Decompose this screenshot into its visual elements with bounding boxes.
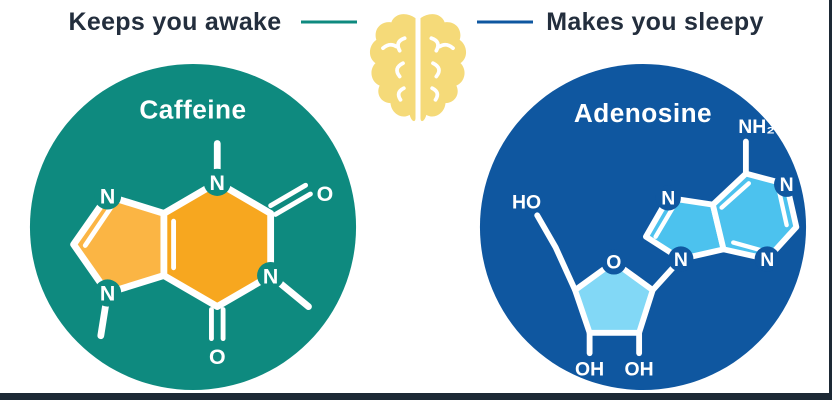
- caffeine-structure: N N N N O O: [70, 140, 334, 369]
- right-border-line: [829, 0, 832, 400]
- adenosine-panel: Adenosine: [479, 63, 807, 391]
- atom-label-oh-right: OH: [625, 359, 654, 381]
- atom-label-n-imid-top: N: [661, 188, 675, 210]
- atom-label-oh-left: OH: [575, 359, 604, 381]
- headline-sleepy: Makes you sleepy: [546, 8, 764, 36]
- caffeine-panel: Caffeine: [29, 63, 357, 391]
- adenosine-circle: [479, 63, 807, 391]
- atom-label-amine: NH₂: [738, 116, 775, 138]
- headline-awake: Keeps you awake: [68, 8, 282, 36]
- atom-label-n-imid-bottom: N: [100, 282, 115, 306]
- brain-icon: [369, 14, 467, 122]
- atom-label-n-ring-bottom: N: [760, 249, 774, 271]
- connector-left: [301, 20, 357, 24]
- atom-label-o-upper: O: [317, 182, 334, 206]
- connector-right: [477, 20, 533, 24]
- brain-shape: [369, 14, 467, 122]
- atom-label-n-imid-top: N: [100, 185, 115, 209]
- adenosine-title: Adenosine: [574, 98, 712, 128]
- caffeine-hexagon-ring: [160, 178, 275, 310]
- caffeine-label-notches: [94, 168, 285, 307]
- bottom-border-bar: [0, 393, 832, 400]
- caffeine-double-bonds: [82, 204, 177, 271]
- adenosine-label-notches: [601, 171, 800, 275]
- atom-label-o-lower: O: [209, 345, 226, 369]
- adenosine-double-bonds: [653, 181, 789, 253]
- atom-label-sugar-o: O: [606, 252, 621, 274]
- atom-label-n-top: N: [210, 171, 225, 195]
- caffeine-title: Caffeine: [139, 94, 246, 124]
- atom-label-ho: HO: [512, 192, 541, 214]
- atom-label-n-imid-bottom: N: [674, 249, 688, 271]
- ribose-ring: [572, 259, 656, 336]
- atom-label-n-ring-right: N: [780, 174, 794, 196]
- adenosine-structure: NH₂ N N N N O HO OH OH: [512, 116, 800, 381]
- atom-label-n-right: N: [263, 264, 278, 288]
